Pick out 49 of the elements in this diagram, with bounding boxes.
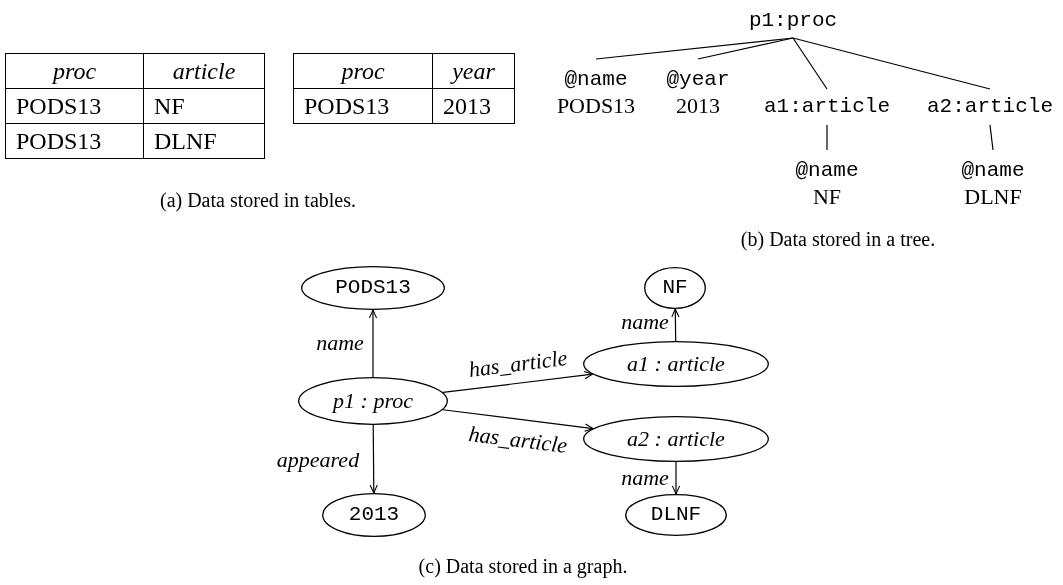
node-label: p1:proc — [748, 8, 838, 34]
node-label: DLNF — [964, 184, 1022, 210]
node-label: a2:article — [927, 94, 1053, 120]
attribute-name: @name — [961, 158, 1025, 184]
figure-caption: (a) Data stored in tables. — [160, 189, 356, 212]
attribute-name: @year — [666, 67, 730, 93]
node-label: 2013 — [348, 502, 400, 528]
table-header-cell: proc — [293, 53, 433, 89]
tree-line — [697, 37, 794, 60]
node-label: 2013 — [676, 93, 720, 119]
attribute-name: @name — [564, 67, 628, 93]
table-cell: PODS13 — [5, 88, 144, 124]
table-header-cell: year — [432, 53, 515, 89]
figure-caption: (c) Data stored in a graph. — [418, 555, 628, 578]
arrow — [442, 371, 594, 394]
tree-line — [792, 37, 991, 90]
edge-label: appeared — [276, 449, 360, 471]
edge-label: name — [621, 467, 669, 489]
node-label: DLNF — [650, 502, 702, 528]
arrow — [442, 409, 594, 432]
table-cell: 2013 — [432, 88, 515, 124]
edge-label: has_article — [467, 347, 569, 381]
node-label: a1 : article — [627, 351, 725, 377]
table-cell: DLNF — [143, 123, 265, 159]
node-label: NF — [662, 275, 688, 301]
tree-line — [792, 37, 828, 90]
edge-label: name — [621, 311, 669, 333]
table-header-cell: proc — [5, 53, 144, 89]
edge-label: has_article — [467, 423, 569, 457]
arrow — [671, 461, 681, 495]
figure-caption: (b) Data stored in a tree. — [740, 228, 936, 251]
node-label: NF — [812, 184, 842, 210]
tree-line — [989, 124, 994, 151]
tree-line — [826, 124, 828, 151]
edge-label: name — [316, 332, 364, 354]
arrow — [671, 308, 680, 342]
node-label: PODS13 — [556, 93, 636, 119]
node-label: PODS13 — [335, 275, 411, 301]
table-header-cell: article — [143, 53, 265, 89]
attribute-name: @name — [795, 158, 859, 184]
tree-line — [595, 37, 794, 60]
arrow — [369, 424, 378, 494]
table-cell: PODS13 — [5, 123, 144, 159]
table-cell: NF — [143, 88, 265, 124]
node-label: a2 : article — [627, 426, 725, 452]
node-label: a1:article — [764, 94, 890, 120]
table-cell: PODS13 — [293, 88, 433, 124]
node-label: p1 : proc — [333, 388, 413, 414]
arrow — [368, 309, 378, 378]
